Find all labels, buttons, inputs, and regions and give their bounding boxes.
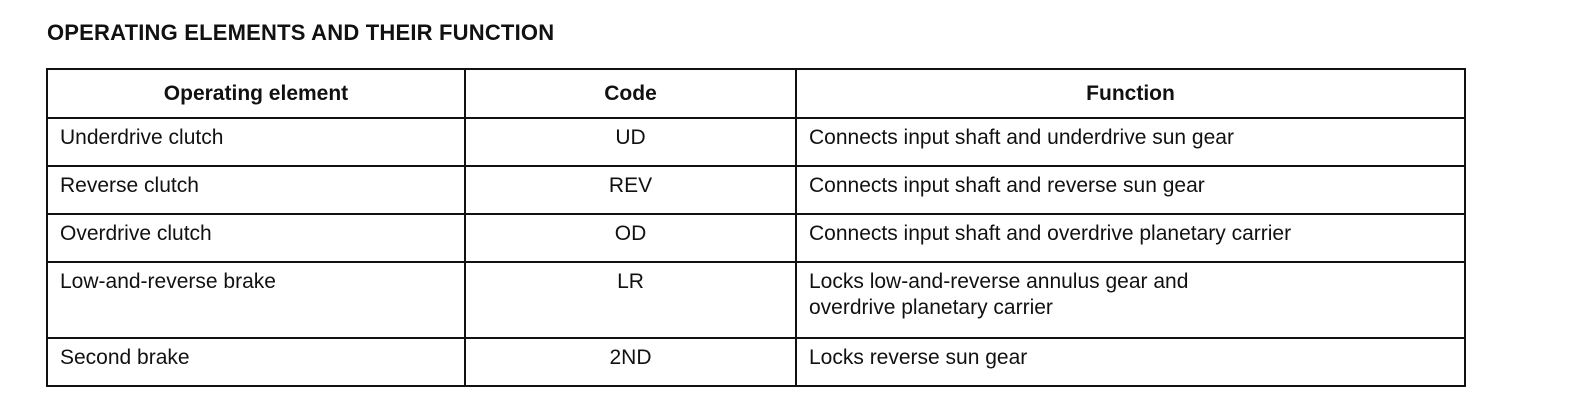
operating-elements-table: Operating element Code Function Underdri… — [46, 68, 1466, 387]
code-cell: UD — [464, 117, 797, 167]
function-text: Locks reverse sun gear — [809, 346, 1028, 369]
code-cell: 2ND — [464, 337, 797, 387]
function-cell: Locks low-and-reverse annulus gear and o… — [795, 261, 1466, 339]
table-row: Reverse clutch REV Connects input shaft … — [46, 165, 1466, 215]
function-text-line-2: overdrive planetary carrier — [809, 296, 1053, 319]
function-text: Connects input shaft and reverse sun gea… — [809, 174, 1205, 197]
function-cell: Connects input shaft and overdrive plane… — [795, 213, 1466, 263]
code-cell: OD — [464, 213, 797, 263]
operating-element-cell: Second brake — [46, 337, 466, 387]
table-row: Second brake 2ND Locks reverse sun gear — [46, 337, 1466, 387]
function-cell: Connects input shaft and reverse sun gea… — [795, 165, 1466, 215]
table-row: Overdrive clutch OD Connects input shaft… — [46, 213, 1466, 263]
operating-element-cell: Underdrive clutch — [46, 117, 466, 167]
function-cell: Locks reverse sun gear — [795, 337, 1466, 387]
operating-element-cell: Overdrive clutch — [46, 213, 466, 263]
table-row: Low-and-reverse brake LR Locks low-and-r… — [46, 261, 1466, 339]
table-row: Underdrive clutch UD Connects input shaf… — [46, 117, 1466, 167]
code-cell: LR — [464, 261, 797, 339]
function-cell: Connects input shaft and underdrive sun … — [795, 117, 1466, 167]
operating-element-cell: Reverse clutch — [46, 165, 466, 215]
operating-element-cell: Low-and-reverse brake — [46, 261, 466, 339]
column-header-function: Function — [795, 68, 1466, 119]
function-text: Connects input shaft and underdrive sun … — [809, 126, 1234, 149]
column-header-operating-element: Operating element — [46, 68, 466, 119]
code-cell: REV — [464, 165, 797, 215]
column-header-code: Code — [464, 68, 797, 119]
page-title: OPERATING ELEMENTS AND THEIR FUNCTION — [47, 20, 555, 45]
table-header-row: Operating element Code Function — [46, 68, 1466, 119]
function-text-line-1: Locks low-and-reverse annulus gear and — [809, 270, 1189, 293]
function-text: Connects input shaft and overdrive plane… — [809, 222, 1292, 245]
